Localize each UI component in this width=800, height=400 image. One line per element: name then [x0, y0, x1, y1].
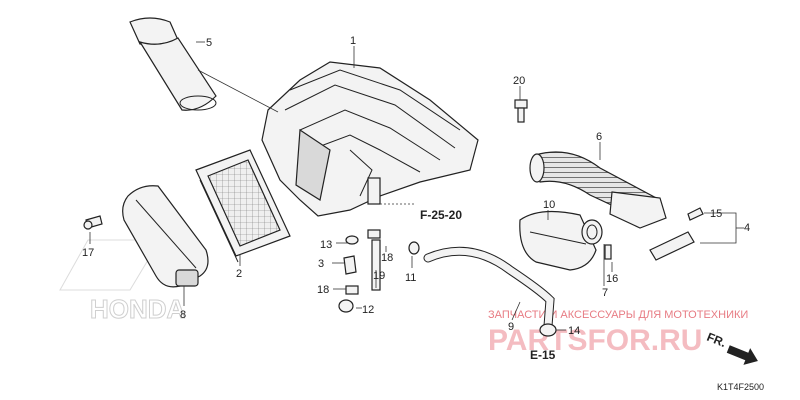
- callout-1: 1: [350, 35, 356, 47]
- callout-14: 14: [568, 325, 580, 337]
- callout-4: 4: [744, 222, 750, 234]
- callout-5: 5: [206, 37, 212, 49]
- callout-6: 6: [596, 131, 602, 143]
- callout-10: 10: [543, 199, 555, 211]
- reference-e-15: E-15: [530, 348, 556, 362]
- callout-15: 15: [710, 208, 722, 220]
- part-15-bolt: [687, 207, 704, 221]
- part-13-clip: [345, 235, 359, 245]
- part-9-drain-hose: [423, 246, 555, 331]
- part-4-breather-tube: [649, 231, 695, 261]
- part-10-resonator: [519, 210, 597, 271]
- callout-18-upper: 18: [381, 252, 393, 264]
- part-18-clamp-upper: [367, 229, 381, 239]
- callout-3: 3: [318, 258, 324, 270]
- callout-11: 11: [405, 272, 416, 284]
- leader-lines: [89, 41, 744, 331]
- callout-7: 7: [602, 287, 608, 299]
- callout-16: 16: [606, 273, 618, 285]
- part-8-air-cleaner-cover: [122, 185, 209, 288]
- callout-18-lower: 18: [317, 284, 329, 296]
- part-1-air-cleaner-housing: [197, 61, 479, 217]
- front-label: FR.: [705, 330, 728, 350]
- diagram-code: K1T4F2500: [717, 382, 764, 392]
- part-3-plug: [343, 255, 357, 275]
- part-17-screw: [83, 215, 103, 230]
- part-20-bolt: [514, 99, 528, 123]
- callout-numbers: 1 2 3 4 5 6 7 8 9 10 11 12 13 14 15 16 1…: [82, 35, 750, 337]
- reference-f-25-20: F-25-20: [420, 208, 462, 222]
- callout-17: 17: [82, 247, 94, 259]
- part-14-clip: [539, 323, 557, 337]
- callout-2: 2: [236, 268, 242, 280]
- part-19-tube: [371, 239, 381, 291]
- part-16-screw: [604, 244, 612, 260]
- callout-20: 20: [513, 75, 525, 87]
- part-6-connecting-tube: [529, 151, 667, 229]
- honda-watermark-text: HONDA: [90, 294, 186, 324]
- watermark-caption: ЗАПЧАСТИ И АКСЕССУАРЫ ДЛЯ МОТОТЕХНИКИ: [488, 309, 748, 321]
- callout-13: 13: [320, 239, 332, 251]
- part-18-clamp-lower: [345, 285, 359, 295]
- watermark-logo: PARTSFOR.RU: [488, 324, 702, 357]
- front-direction-arrow: FR.: [705, 330, 758, 365]
- callout-8: 8: [180, 309, 186, 321]
- part-11-clip: [408, 241, 420, 255]
- callout-9: 9: [508, 321, 514, 333]
- callout-19: 19: [373, 270, 385, 282]
- small-parts-group: [338, 229, 557, 337]
- part-7-clamp: [581, 219, 603, 245]
- part-12-cap: [338, 299, 354, 313]
- part-5-intake-duct: [129, 17, 217, 111]
- callout-12: 12: [362, 304, 374, 316]
- part-2-filter-element: [195, 149, 291, 263]
